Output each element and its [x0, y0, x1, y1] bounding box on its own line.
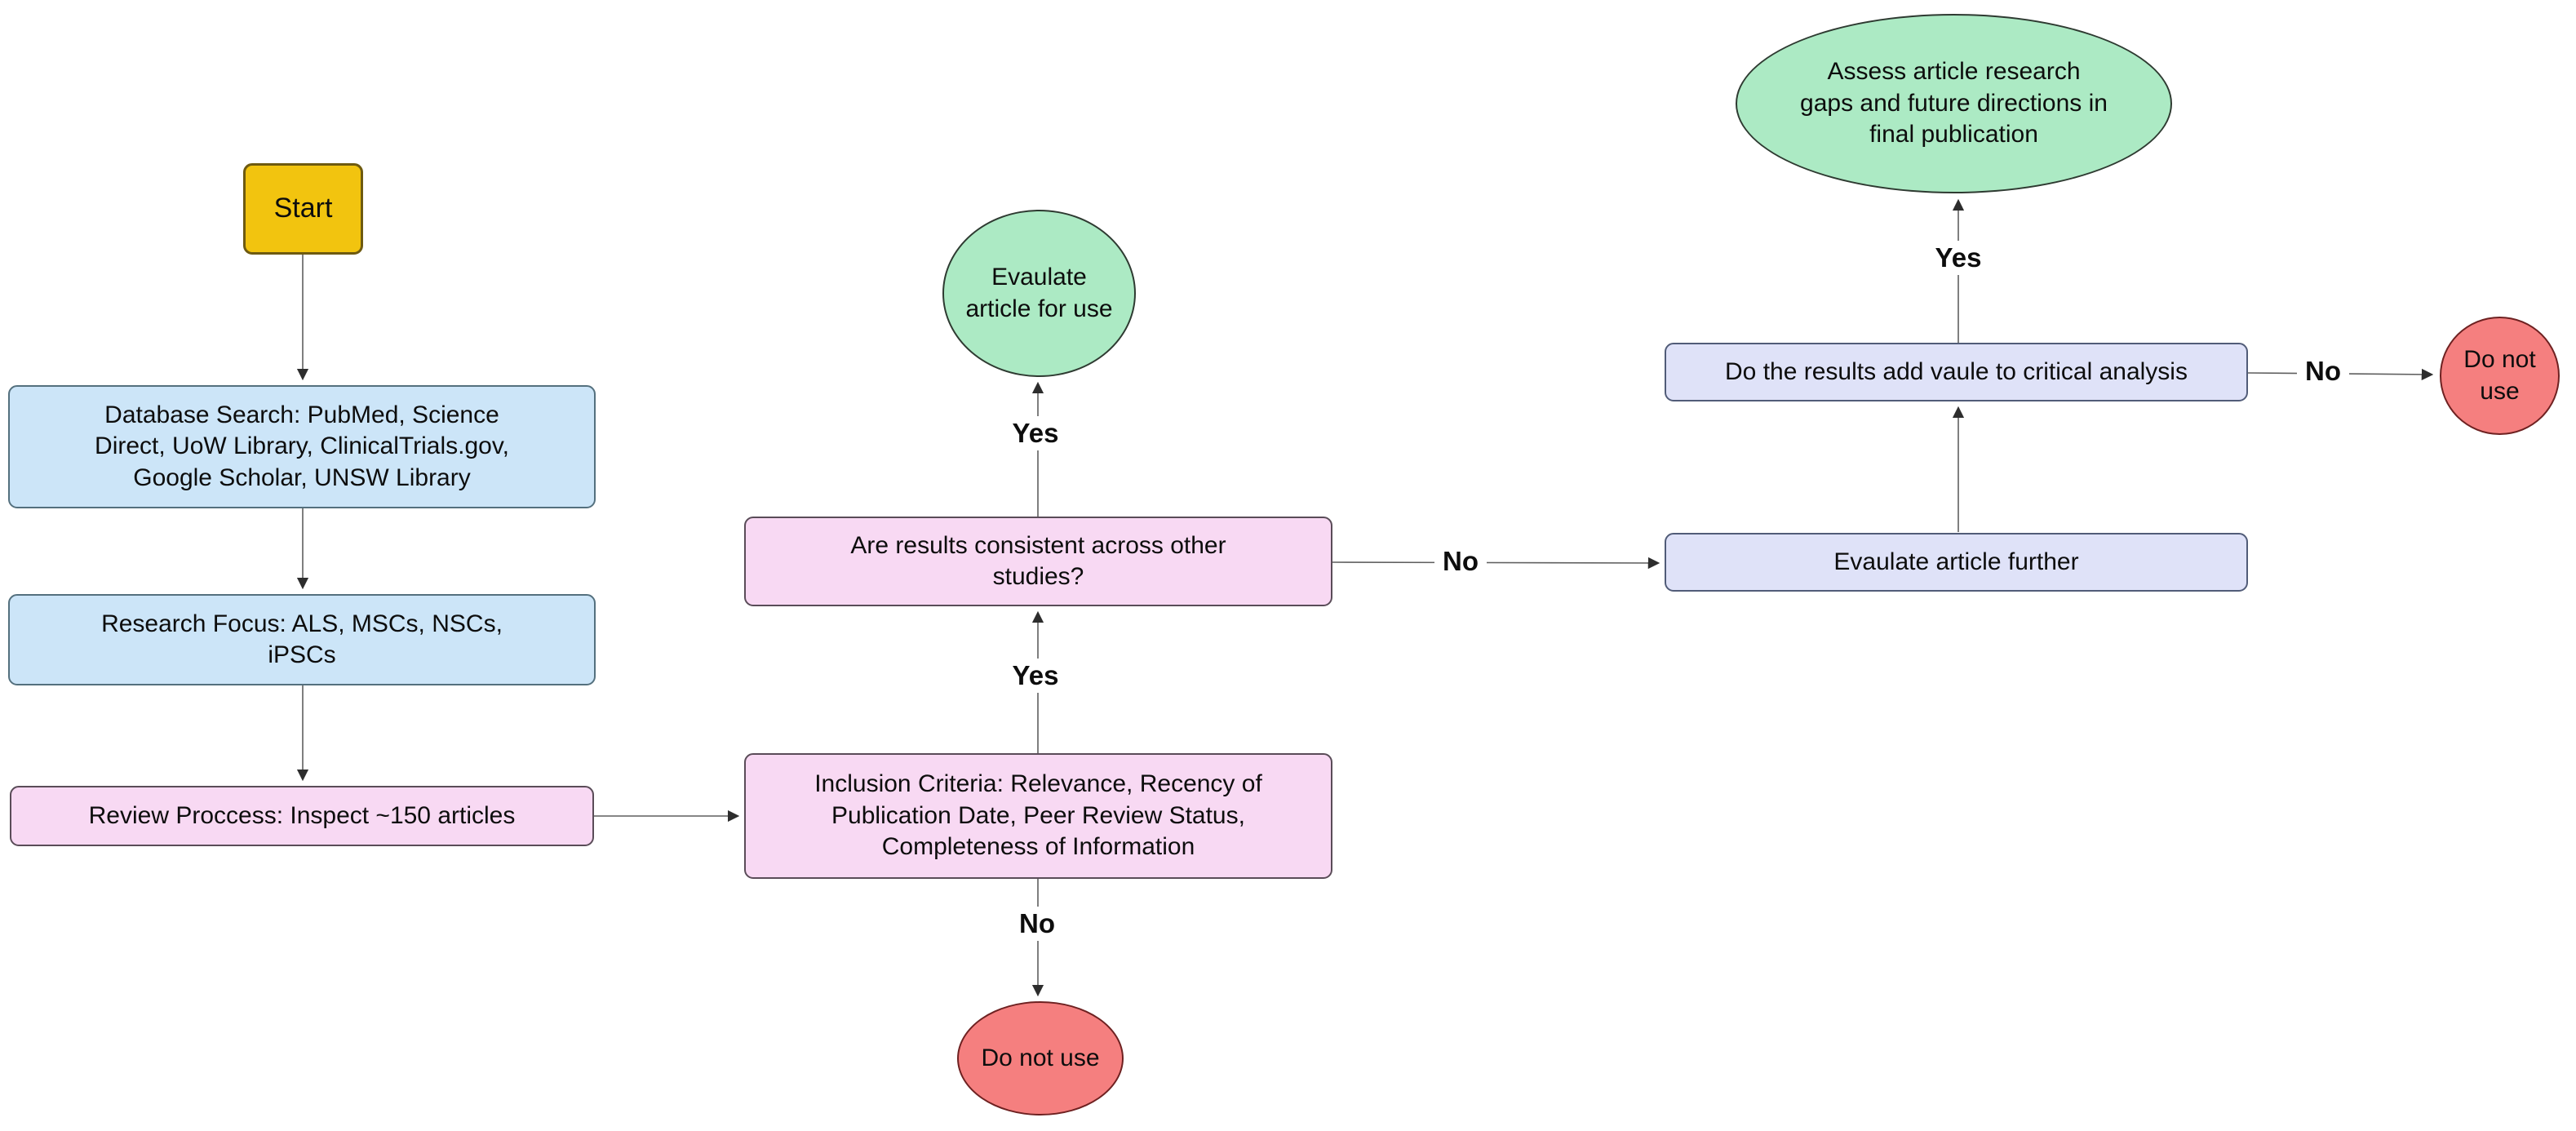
node-assess-research-gaps: Assess article research gaps and future …	[1736, 14, 2172, 193]
node-label: gaps and future directions in	[1800, 89, 2108, 117]
node-label: Database Search: PubMed, Science	[104, 401, 499, 428]
node-label: Do not	[2463, 346, 2536, 374]
node-label: Evaulate	[991, 264, 1087, 291]
node-evaluate-article-for-use: Evaulate article for use	[942, 210, 1136, 377]
node-label: Publication Date, Peer Review Status,	[831, 801, 1245, 829]
node-start: Start	[243, 163, 363, 255]
node-label: Direct, UoW Library, ClinicalTrials.gov,	[95, 432, 509, 460]
edge-label-yes-inclusion-to-consistent: Yes	[1004, 659, 1067, 693]
node-label: Start	[273, 193, 333, 224]
edge-label-yes-addvalue-to-assess: Yes	[1926, 241, 1990, 275]
node-label: Research Focus: ALS, MSCs, NSCs,	[101, 610, 503, 637]
node-label: final publication	[1869, 121, 2038, 149]
node-label: Review Proccess: Inspect ~150 articles	[88, 801, 516, 829]
node-review-process: Review Proccess: Inspect ~150 articles	[10, 786, 594, 846]
node-label: use	[2480, 377, 2520, 405]
node-results-consistent: Are results consistent across other stud…	[744, 517, 1332, 606]
node-do-not-use-bottom: Do not use	[957, 1001, 1124, 1115]
node-label: Do not use	[981, 1044, 1100, 1071]
node-label: Are results consistent across other	[850, 531, 1226, 559]
edge-label-no-consistent-to-further: No	[1434, 544, 1487, 579]
node-label: Inclusion Criteria: Relevance, Recency o…	[814, 770, 1262, 798]
node-results-add-value: Do the results add vaule to critical ana…	[1665, 343, 2248, 401]
node-label: Completeness of Information	[881, 833, 1195, 861]
node-evaluate-article-further: Evaulate article further	[1665, 533, 2248, 592]
node-label: article for use	[965, 295, 1113, 322]
node-label: studies?	[992, 563, 1084, 590]
node-research-focus: Research Focus: ALS, MSCs, NSCs, iPSCs	[8, 594, 596, 685]
edge-label-no-inclusion-to-donotuse: No	[1011, 907, 1063, 941]
node-do-not-use-right: Do not use	[2440, 317, 2560, 435]
edge-label-yes-consistent-to-evaluate: Yes	[1004, 416, 1067, 450]
edge-consistent-to-further	[1332, 557, 1660, 570]
node-database-search: Database Search: PubMed, Science Direct,…	[8, 385, 596, 508]
node-label: Google Scholar, UNSW Library	[133, 463, 471, 491]
node-inclusion-criteria: Inclusion Criteria: Relevance, Recency o…	[744, 753, 1332, 879]
node-label: Assess article research	[1827, 58, 2081, 86]
edge-label-no-addvalue-to-donotuse: No	[2297, 354, 2349, 388]
node-label: Evaulate article further	[1833, 548, 2079, 575]
node-label: Do the results add vaule to critical ana…	[1725, 357, 2188, 385]
node-label: iPSCs	[268, 641, 336, 668]
